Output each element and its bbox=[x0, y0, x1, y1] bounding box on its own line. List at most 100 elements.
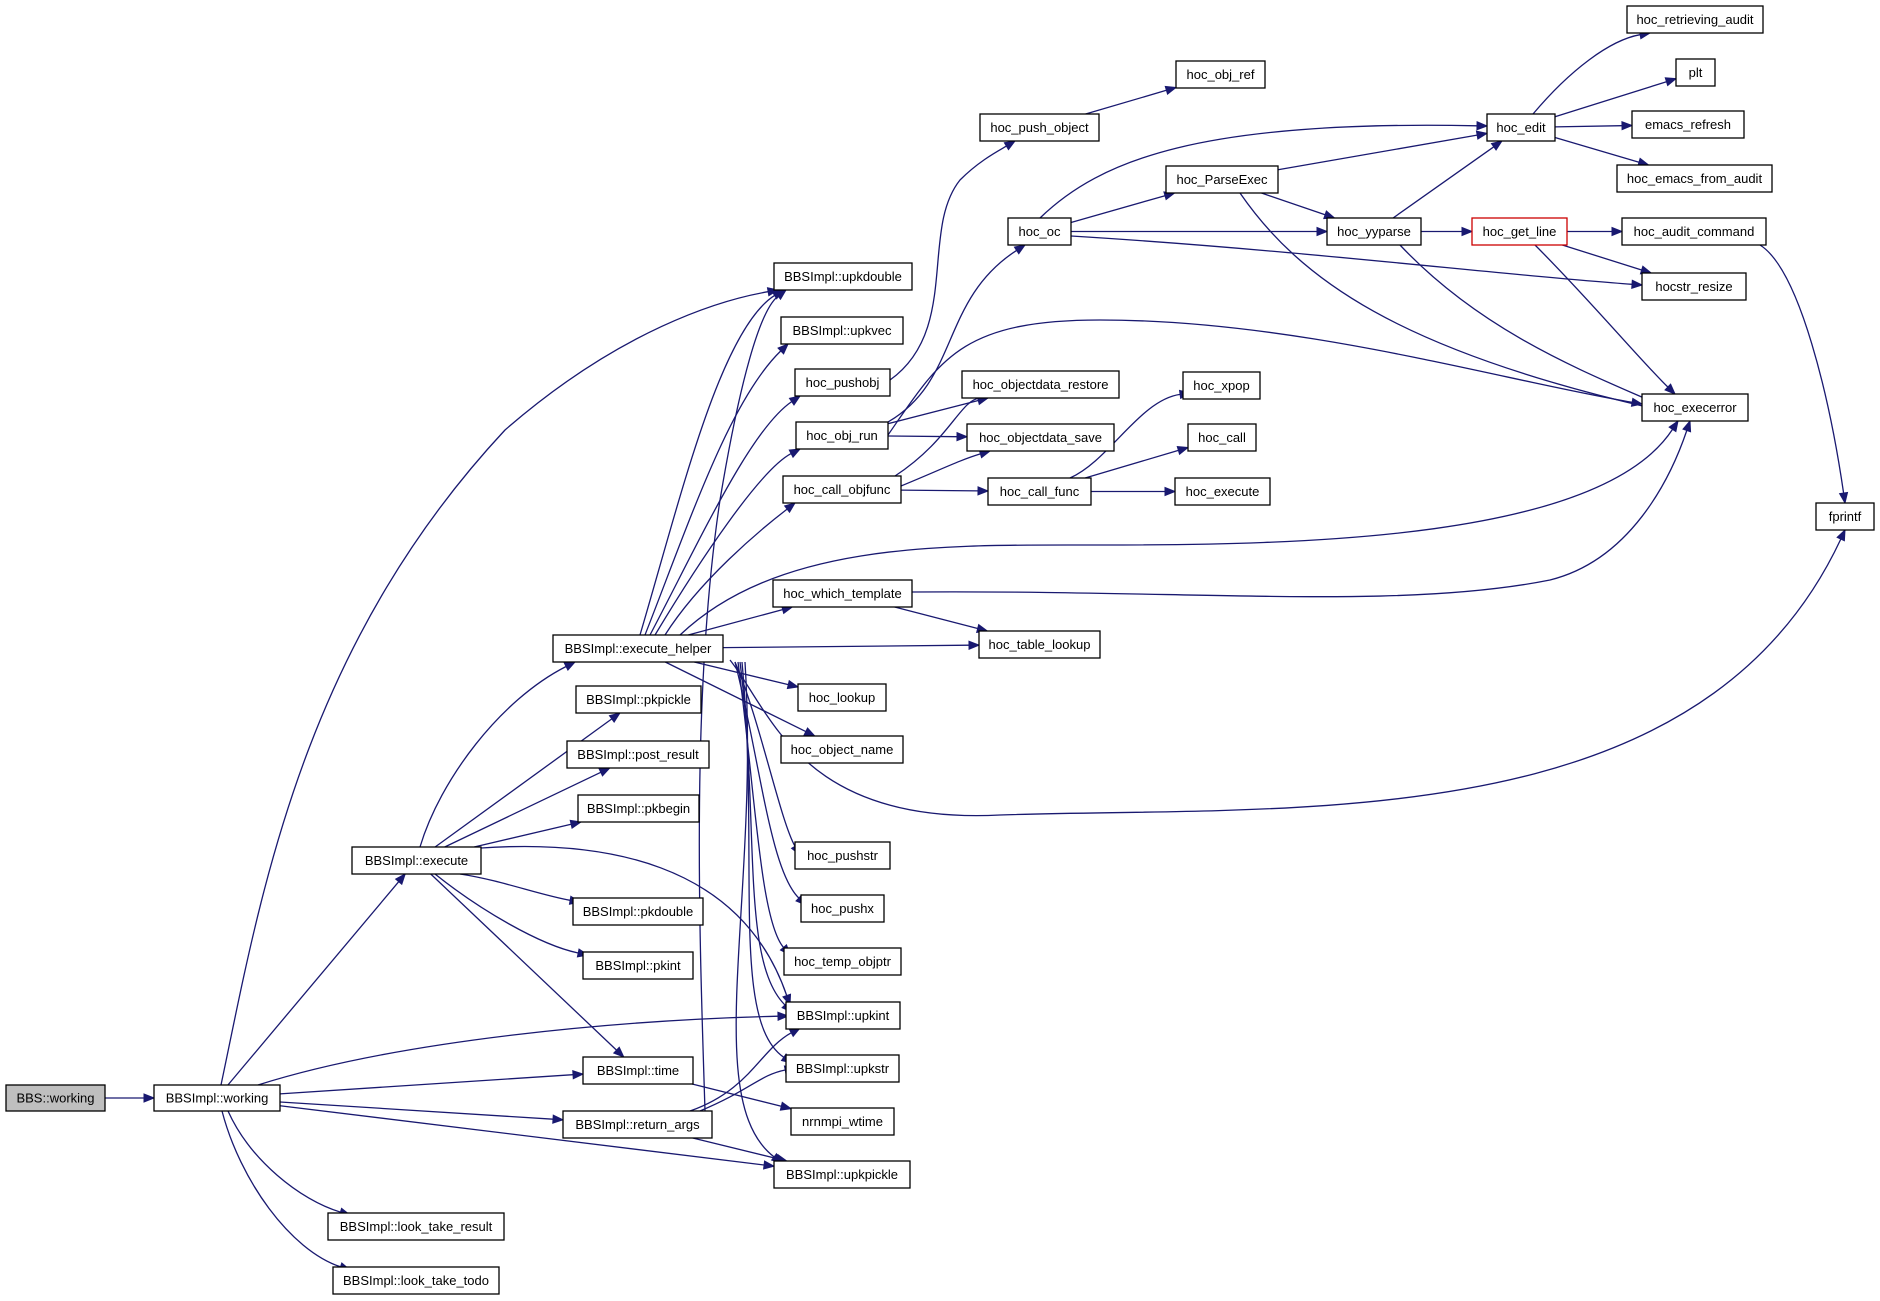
node-box[interactable] bbox=[566, 740, 710, 769]
node-hoc-objectdata-save[interactable]: hoc_objectdata_save bbox=[966, 423, 1115, 452]
node-box[interactable] bbox=[1471, 217, 1568, 246]
node-box[interactable] bbox=[780, 735, 904, 764]
node-box[interactable] bbox=[773, 1160, 911, 1189]
node-hoc-obj-ref[interactable]: hoc_obj_ref bbox=[1175, 60, 1266, 89]
node-hoc-parseexec[interactable]: hoc_ParseExec bbox=[1165, 165, 1279, 194]
node-hoc-pushstr[interactable]: hoc_pushstr bbox=[794, 841, 891, 870]
node-hoc-retrieving-audit[interactable]: hoc_retrieving_audit bbox=[1626, 5, 1764, 34]
node-box[interactable] bbox=[979, 113, 1100, 142]
node-box[interactable] bbox=[966, 423, 1115, 452]
node-box[interactable] bbox=[1815, 502, 1875, 531]
node-box[interactable] bbox=[577, 794, 700, 823]
node-hoc-call-func[interactable]: hoc_call_func bbox=[987, 477, 1092, 506]
node-hoc-table-lookup[interactable]: hoc_table_lookup bbox=[978, 630, 1101, 659]
node-emacs-refresh[interactable]: emacs_refresh bbox=[1631, 110, 1745, 139]
node-hoc-obj-run[interactable]: hoc_obj_run bbox=[795, 421, 889, 450]
node-box[interactable] bbox=[562, 1110, 713, 1139]
node-box[interactable] bbox=[153, 1084, 281, 1112]
node-bbsimpl-upkpickle[interactable]: BBSImpl::upkpickle bbox=[773, 1160, 911, 1189]
node-hocstr-resize[interactable]: hocstr_resize bbox=[1641, 272, 1747, 301]
node-box[interactable] bbox=[1326, 217, 1422, 246]
node-box[interactable] bbox=[1631, 110, 1745, 139]
node-box[interactable] bbox=[978, 630, 1101, 659]
node-bbs-working[interactable]: BBS::working bbox=[5, 1084, 106, 1112]
node-bbsimpl-pkdouble[interactable]: BBSImpl::pkdouble bbox=[572, 897, 704, 926]
node-bbsimpl-look-take-todo[interactable]: BBSImpl::look_take_todo bbox=[332, 1266, 500, 1295]
node-bbsimpl-pkbegin[interactable]: BBSImpl::pkbegin bbox=[577, 794, 700, 823]
node-bbsimpl-post-result[interactable]: BBSImpl::post_result bbox=[566, 740, 710, 769]
node-box[interactable] bbox=[1626, 5, 1764, 34]
node-hoc-objectdata-restore[interactable]: hoc_objectdata_restore bbox=[961, 370, 1120, 399]
node-box[interactable] bbox=[1616, 164, 1773, 193]
node-bbsimpl-upkdouble[interactable]: BBSImpl::upkdouble bbox=[773, 262, 913, 291]
node-hoc-temp-objptr[interactable]: hoc_temp_objptr bbox=[783, 947, 902, 976]
node-hoc-oc[interactable]: hoc_oc bbox=[1007, 217, 1072, 246]
node-hoc-emacs-from-audit[interactable]: hoc_emacs_from_audit bbox=[1616, 164, 1773, 193]
node-box[interactable] bbox=[582, 951, 694, 980]
node-box[interactable] bbox=[794, 841, 891, 870]
node-box[interactable] bbox=[582, 1056, 694, 1085]
node-box[interactable] bbox=[780, 316, 904, 345]
node-hoc-execute[interactable]: hoc_execute bbox=[1174, 477, 1271, 506]
node-bbsimpl-upkstr[interactable]: BBSImpl::upkstr bbox=[785, 1054, 900, 1083]
node-hoc-call-objfunc[interactable]: hoc_call_objfunc bbox=[782, 475, 902, 504]
node-hoc-edit[interactable]: hoc_edit bbox=[1486, 113, 1556, 142]
node-box[interactable] bbox=[1182, 371, 1261, 400]
node-box[interactable] bbox=[987, 477, 1092, 506]
node-nrnmpi-wtime[interactable]: nrnmpi_wtime bbox=[790, 1107, 895, 1136]
node-box[interactable] bbox=[5, 1084, 106, 1112]
node-box[interactable] bbox=[961, 370, 1120, 399]
node-hoc-yyparse[interactable]: hoc_yyparse bbox=[1326, 217, 1422, 246]
node-box[interactable] bbox=[790, 1107, 895, 1136]
node-box[interactable] bbox=[1187, 423, 1257, 452]
node-box[interactable] bbox=[797, 683, 887, 712]
node-box[interactable] bbox=[773, 262, 913, 291]
node-hoc-pushobj[interactable]: hoc_pushobj bbox=[794, 368, 891, 397]
node-hoc-get-line[interactable]: hoc_get_line bbox=[1471, 217, 1568, 246]
node-box[interactable] bbox=[1641, 393, 1749, 422]
node-box[interactable] bbox=[575, 685, 702, 714]
node-bbsimpl-upkint[interactable]: BBSImpl::upkint bbox=[785, 1001, 901, 1030]
node-box[interactable] bbox=[782, 475, 902, 504]
node-box[interactable] bbox=[795, 421, 889, 450]
node-hoc-lookup[interactable]: hoc_lookup bbox=[797, 683, 887, 712]
node-box[interactable] bbox=[1641, 272, 1747, 301]
node-box[interactable] bbox=[332, 1266, 500, 1295]
node-box[interactable] bbox=[1621, 217, 1767, 246]
node-fprintf[interactable]: fprintf bbox=[1815, 502, 1875, 531]
node-box[interactable] bbox=[1675, 58, 1716, 87]
node-bbsimpl-execute-helper[interactable]: BBSImpl::execute_helper bbox=[552, 634, 724, 663]
node-box[interactable] bbox=[572, 897, 704, 926]
node-box[interactable] bbox=[785, 1054, 900, 1083]
node-box[interactable] bbox=[1486, 113, 1556, 142]
node-bbsimpl-working[interactable]: BBSImpl::working bbox=[153, 1084, 281, 1112]
node-hoc-execerror[interactable]: hoc_execerror bbox=[1641, 393, 1749, 422]
node-hoc-which-template[interactable]: hoc_which_template bbox=[772, 579, 913, 608]
node-box[interactable] bbox=[351, 846, 482, 875]
node-plt[interactable]: plt bbox=[1675, 58, 1716, 87]
node-bbsimpl-time[interactable]: BBSImpl::time bbox=[582, 1056, 694, 1085]
node-hoc-call[interactable]: hoc_call bbox=[1187, 423, 1257, 452]
node-box[interactable] bbox=[327, 1212, 505, 1241]
node-box[interactable] bbox=[772, 579, 913, 608]
node-box[interactable] bbox=[800, 894, 885, 923]
node-box[interactable] bbox=[1175, 60, 1266, 89]
node-box[interactable] bbox=[1007, 217, 1072, 246]
node-hoc-xpop[interactable]: hoc_xpop bbox=[1182, 371, 1261, 400]
node-box[interactable] bbox=[794, 368, 891, 397]
node-box[interactable] bbox=[783, 947, 902, 976]
node-box[interactable] bbox=[1165, 165, 1279, 194]
node-box[interactable] bbox=[552, 634, 724, 663]
node-box[interactable] bbox=[1174, 477, 1271, 506]
node-hoc-audit-command[interactable]: hoc_audit_command bbox=[1621, 217, 1767, 246]
node-bbsimpl-execute[interactable]: BBSImpl::execute bbox=[351, 846, 482, 875]
node-bbsimpl-pkpickle[interactable]: BBSImpl::pkpickle bbox=[575, 685, 702, 714]
node-hoc-push-object[interactable]: hoc_push_object bbox=[979, 113, 1100, 142]
node-hoc-object-name[interactable]: hoc_object_name bbox=[780, 735, 904, 764]
node-bbsimpl-upkvec[interactable]: BBSImpl::upkvec bbox=[780, 316, 904, 345]
node-bbsimpl-return-args[interactable]: BBSImpl::return_args bbox=[562, 1110, 713, 1139]
node-hoc-pushx[interactable]: hoc_pushx bbox=[800, 894, 885, 923]
node-bbsimpl-look-take-result[interactable]: BBSImpl::look_take_result bbox=[327, 1212, 505, 1241]
node-bbsimpl-pkint[interactable]: BBSImpl::pkint bbox=[582, 951, 694, 980]
node-box[interactable] bbox=[785, 1001, 901, 1030]
